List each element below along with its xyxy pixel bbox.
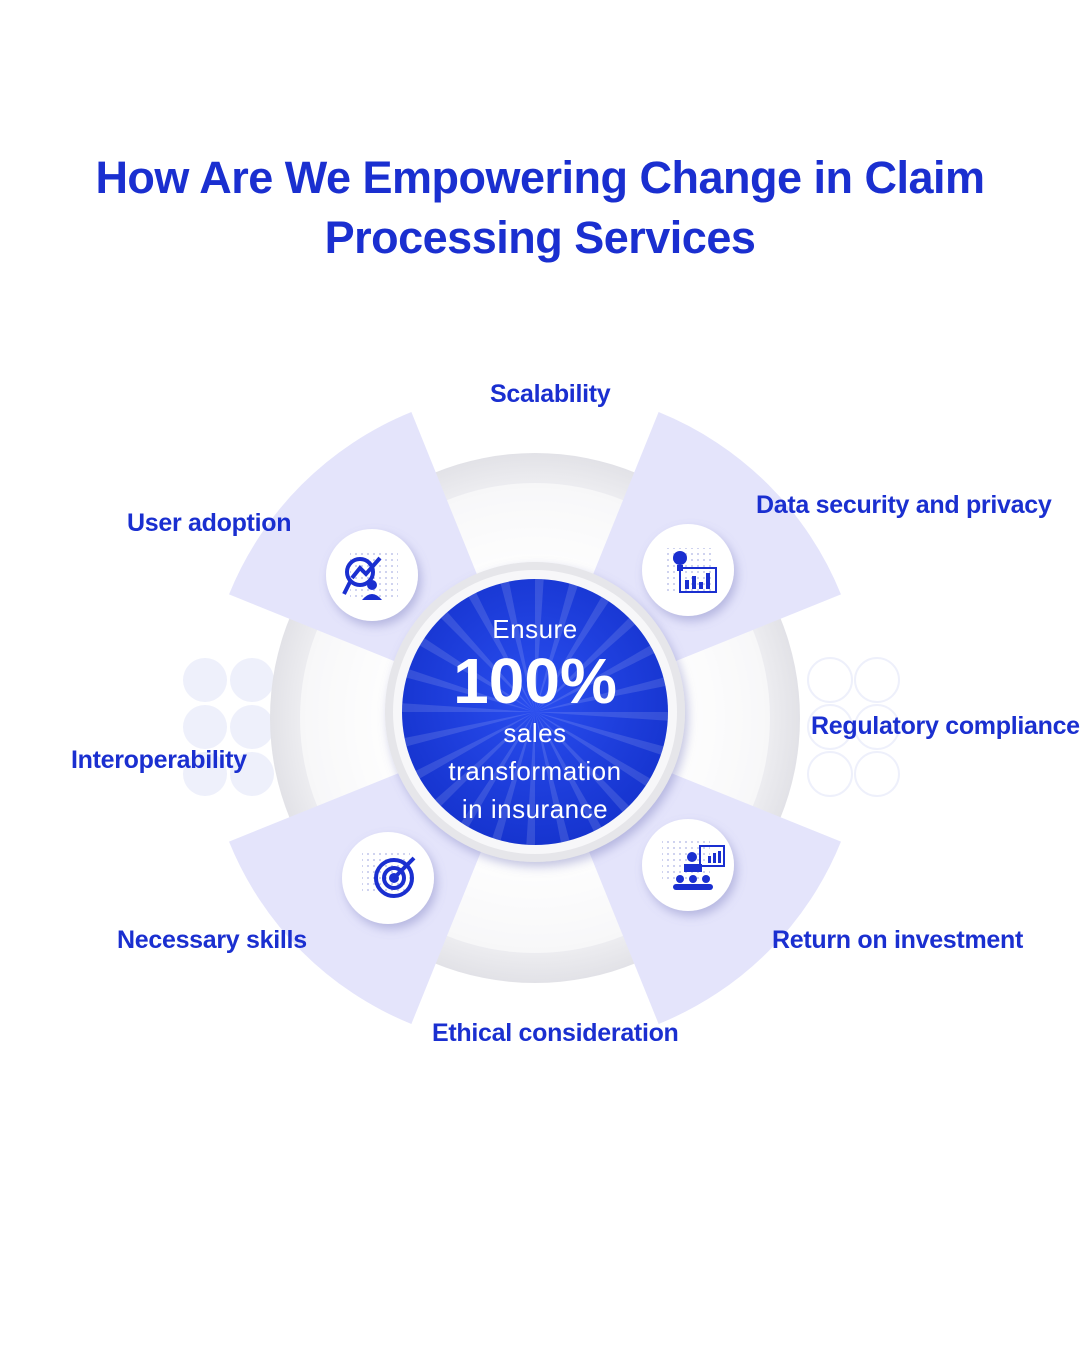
- presentation-icon: [673, 845, 725, 890]
- label-necessary-skills: Necessary skills: [117, 926, 307, 954]
- label-scalability: Scalability: [490, 380, 611, 408]
- center-ray: [535, 712, 668, 721]
- center-ray: [500, 581, 535, 712]
- idea-chart-icon: [673, 551, 717, 593]
- center-ray: [492, 712, 535, 841]
- icon-badge-data-security: [642, 524, 734, 616]
- decorative-circles-left: [183, 658, 274, 796]
- center-ray: [526, 712, 535, 845]
- center-ray: [535, 596, 609, 712]
- label-user-adoption: User adoption: [127, 509, 292, 537]
- icon-badge-necessary-skills: [342, 832, 434, 924]
- label-ethical-consideration: Ethical consideration: [432, 1019, 679, 1047]
- center-message: Ensure 100% sales transformation in insu…: [405, 610, 665, 828]
- center-ray: [435, 712, 535, 807]
- center-ray: [402, 703, 535, 712]
- center-circle: [402, 579, 668, 845]
- center-line1: Ensure: [492, 614, 578, 644]
- center-ray: [535, 712, 630, 812]
- target-icon: [374, 856, 416, 898]
- decorative-circles-right: [807, 657, 900, 797]
- icon-badge-user-adoption: [326, 529, 418, 621]
- center-line2: sales: [503, 718, 567, 748]
- center-value: 100%: [453, 645, 617, 717]
- center-ray: [535, 583, 578, 712]
- center-ray: [535, 712, 664, 755]
- label-regulatory-compliance: Regulatory compliance: [811, 712, 1080, 740]
- label-return-on-investment: Return on investment: [772, 926, 1023, 954]
- center-ray: [535, 712, 570, 843]
- center-ray: [440, 612, 535, 712]
- center-ray: [419, 638, 535, 712]
- center-ray: [535, 617, 635, 712]
- center-ray: [535, 677, 666, 712]
- center-ray: [535, 579, 544, 712]
- center-ray: [535, 645, 655, 712]
- center-ray: [535, 712, 651, 786]
- label-data-security: Data security and privacy: [756, 491, 1052, 519]
- center-ray: [468, 592, 535, 712]
- growth-analysis-icon: [342, 556, 382, 600]
- page-title: How Are We Empowering Change in Claim Pr…: [95, 152, 985, 263]
- icon-badge-return-on-investment: [642, 819, 734, 911]
- center-line3: transformation: [448, 756, 622, 786]
- center-ray: [404, 712, 535, 747]
- label-interoperability: Interoperability: [71, 746, 247, 774]
- center-ray: [406, 669, 535, 712]
- center-ray: [461, 712, 535, 828]
- center-ray: [535, 712, 602, 832]
- center-line4: in insurance: [461, 794, 609, 824]
- center-ray: [415, 712, 535, 779]
